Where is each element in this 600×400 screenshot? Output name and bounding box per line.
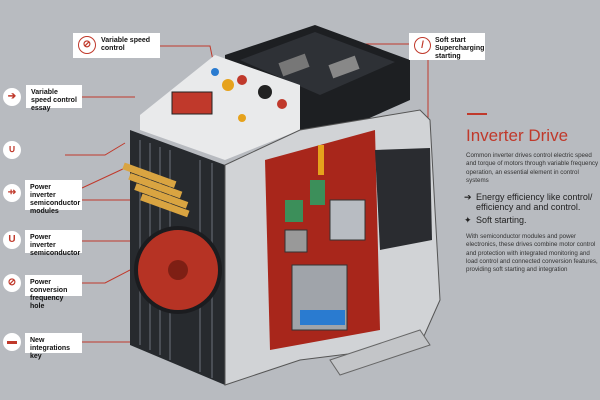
callout-semiconductor-modules: Power inverter semiconductor modules xyxy=(25,180,82,215)
callout-text: Variable speed control xyxy=(101,37,151,52)
capacitor-heatsink xyxy=(375,148,432,250)
arrow-icon: ⇸ xyxy=(3,184,21,202)
top-cover xyxy=(140,55,300,160)
bullet-text: Energy efficiency like control/ efficien… xyxy=(476,192,593,212)
intro-paragraph: Common inverter drives control electric … xyxy=(466,152,599,184)
control-knobs xyxy=(211,68,287,122)
title-accent-rule xyxy=(467,113,487,115)
body-paragraph: With semiconductor modules and power ele… xyxy=(466,233,598,274)
mounting-bracket xyxy=(329,329,431,376)
callout-integrations: New integrations key xyxy=(25,333,82,360)
chip-icon: ▬ xyxy=(3,333,21,351)
fan-hub xyxy=(168,260,188,280)
leaf-icon: ⊘ xyxy=(3,274,21,292)
bullet-text: Soft starting. xyxy=(476,215,527,225)
components xyxy=(284,145,432,331)
magnet-icon: ∪ xyxy=(3,141,21,159)
bullet-energy: ➔ Energy efficiency like control/ efficie… xyxy=(464,192,600,212)
callout-power-conversion: Power conversion frequency hole xyxy=(25,275,82,310)
panel-title: Inverter Drive xyxy=(466,126,569,145)
callout-semiconductor: Power inverter semiconductor xyxy=(25,230,82,257)
callout-variable-speed: ⊘ Variable speed control xyxy=(73,33,160,58)
magnet-icon: U xyxy=(3,231,21,249)
arrow-icon: ✦ xyxy=(464,215,472,225)
callout-soft-start: / Soft start Supercharging starting xyxy=(409,33,485,60)
arrow-icon: ➔ xyxy=(464,192,472,202)
arrow-icon: ➔ xyxy=(3,88,21,106)
callout-speed-essay: Variable speed control essay xyxy=(26,85,82,112)
slash-icon: / xyxy=(414,37,431,54)
bullet-soft-start: ✦ Soft starting. xyxy=(464,215,527,225)
leaf-icon: ⊘ xyxy=(78,36,96,54)
display-panel xyxy=(171,91,213,115)
callout-text: Soft start Supercharging starting xyxy=(435,37,485,60)
terminal-connectors xyxy=(122,162,190,218)
